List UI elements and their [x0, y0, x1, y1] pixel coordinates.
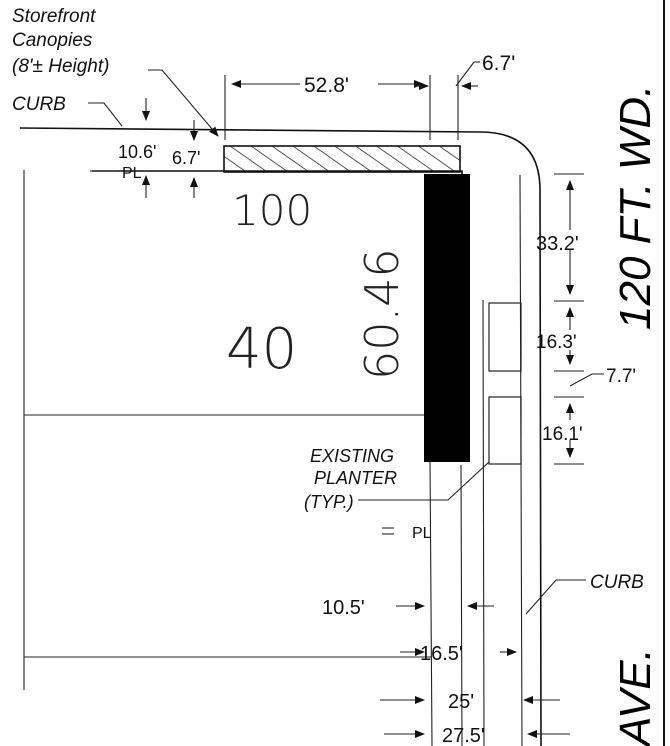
canopy-depth-dimension: 6.7' — [172, 148, 200, 168]
dim-27-5: 27.5' — [442, 725, 485, 746]
canopy-length-dimension: 52.8' — [304, 74, 349, 97]
sidewalk-line-2 — [482, 299, 485, 746]
planter1-dimension: 16.3' — [536, 332, 577, 353]
canopy-label-line1: Storefront — [12, 6, 96, 27]
curb-setback-dimension: 10.6' — [118, 142, 156, 162]
dim-25: 25' — [448, 691, 474, 713]
dim-16-5: 16.5' — [420, 643, 463, 665]
sidewalk-line-1 — [460, 464, 463, 746]
planter2-dimension: 16.1' — [542, 424, 583, 445]
curb-line — [19, 127, 542, 746]
canopy-label-line2: Canopies — [12, 30, 93, 51]
property-line-outline — [92, 170, 463, 183]
lot-number: 100 — [232, 186, 312, 235]
curb-top-label: CURB — [12, 94, 66, 115]
street-name-label: AVE. — [611, 648, 660, 746]
lot-frontage: 60.46 — [355, 248, 409, 380]
planter-2 — [488, 396, 522, 465]
dim-10-5: 10.5' — [322, 597, 365, 619]
right-top-dimension: 33.2' — [536, 233, 579, 255]
property-line-label: PL — [122, 165, 142, 182]
existing-label-line1: EXISTING — [310, 446, 394, 466]
canopy-label-line3: (8'± Height) — [12, 56, 109, 77]
existing-label-line2: PLANTER — [314, 468, 397, 488]
storefront-canopy — [223, 145, 461, 173]
curb-right-label: CURB — [590, 572, 644, 593]
existing-label-line3: (TYP.) — [304, 492, 354, 512]
property-line-vertical — [429, 459, 433, 746]
planter-1 — [488, 302, 522, 372]
canopy-right-dimension: 6.7' — [482, 52, 515, 75]
gap-dimension: 7.7' — [606, 366, 636, 387]
street-width-label: 120 FT. WD. — [611, 85, 660, 330]
building-wall — [424, 174, 470, 462]
property-line-lower-label: PL — [412, 525, 432, 542]
lot-depth: 40 — [226, 317, 297, 382]
